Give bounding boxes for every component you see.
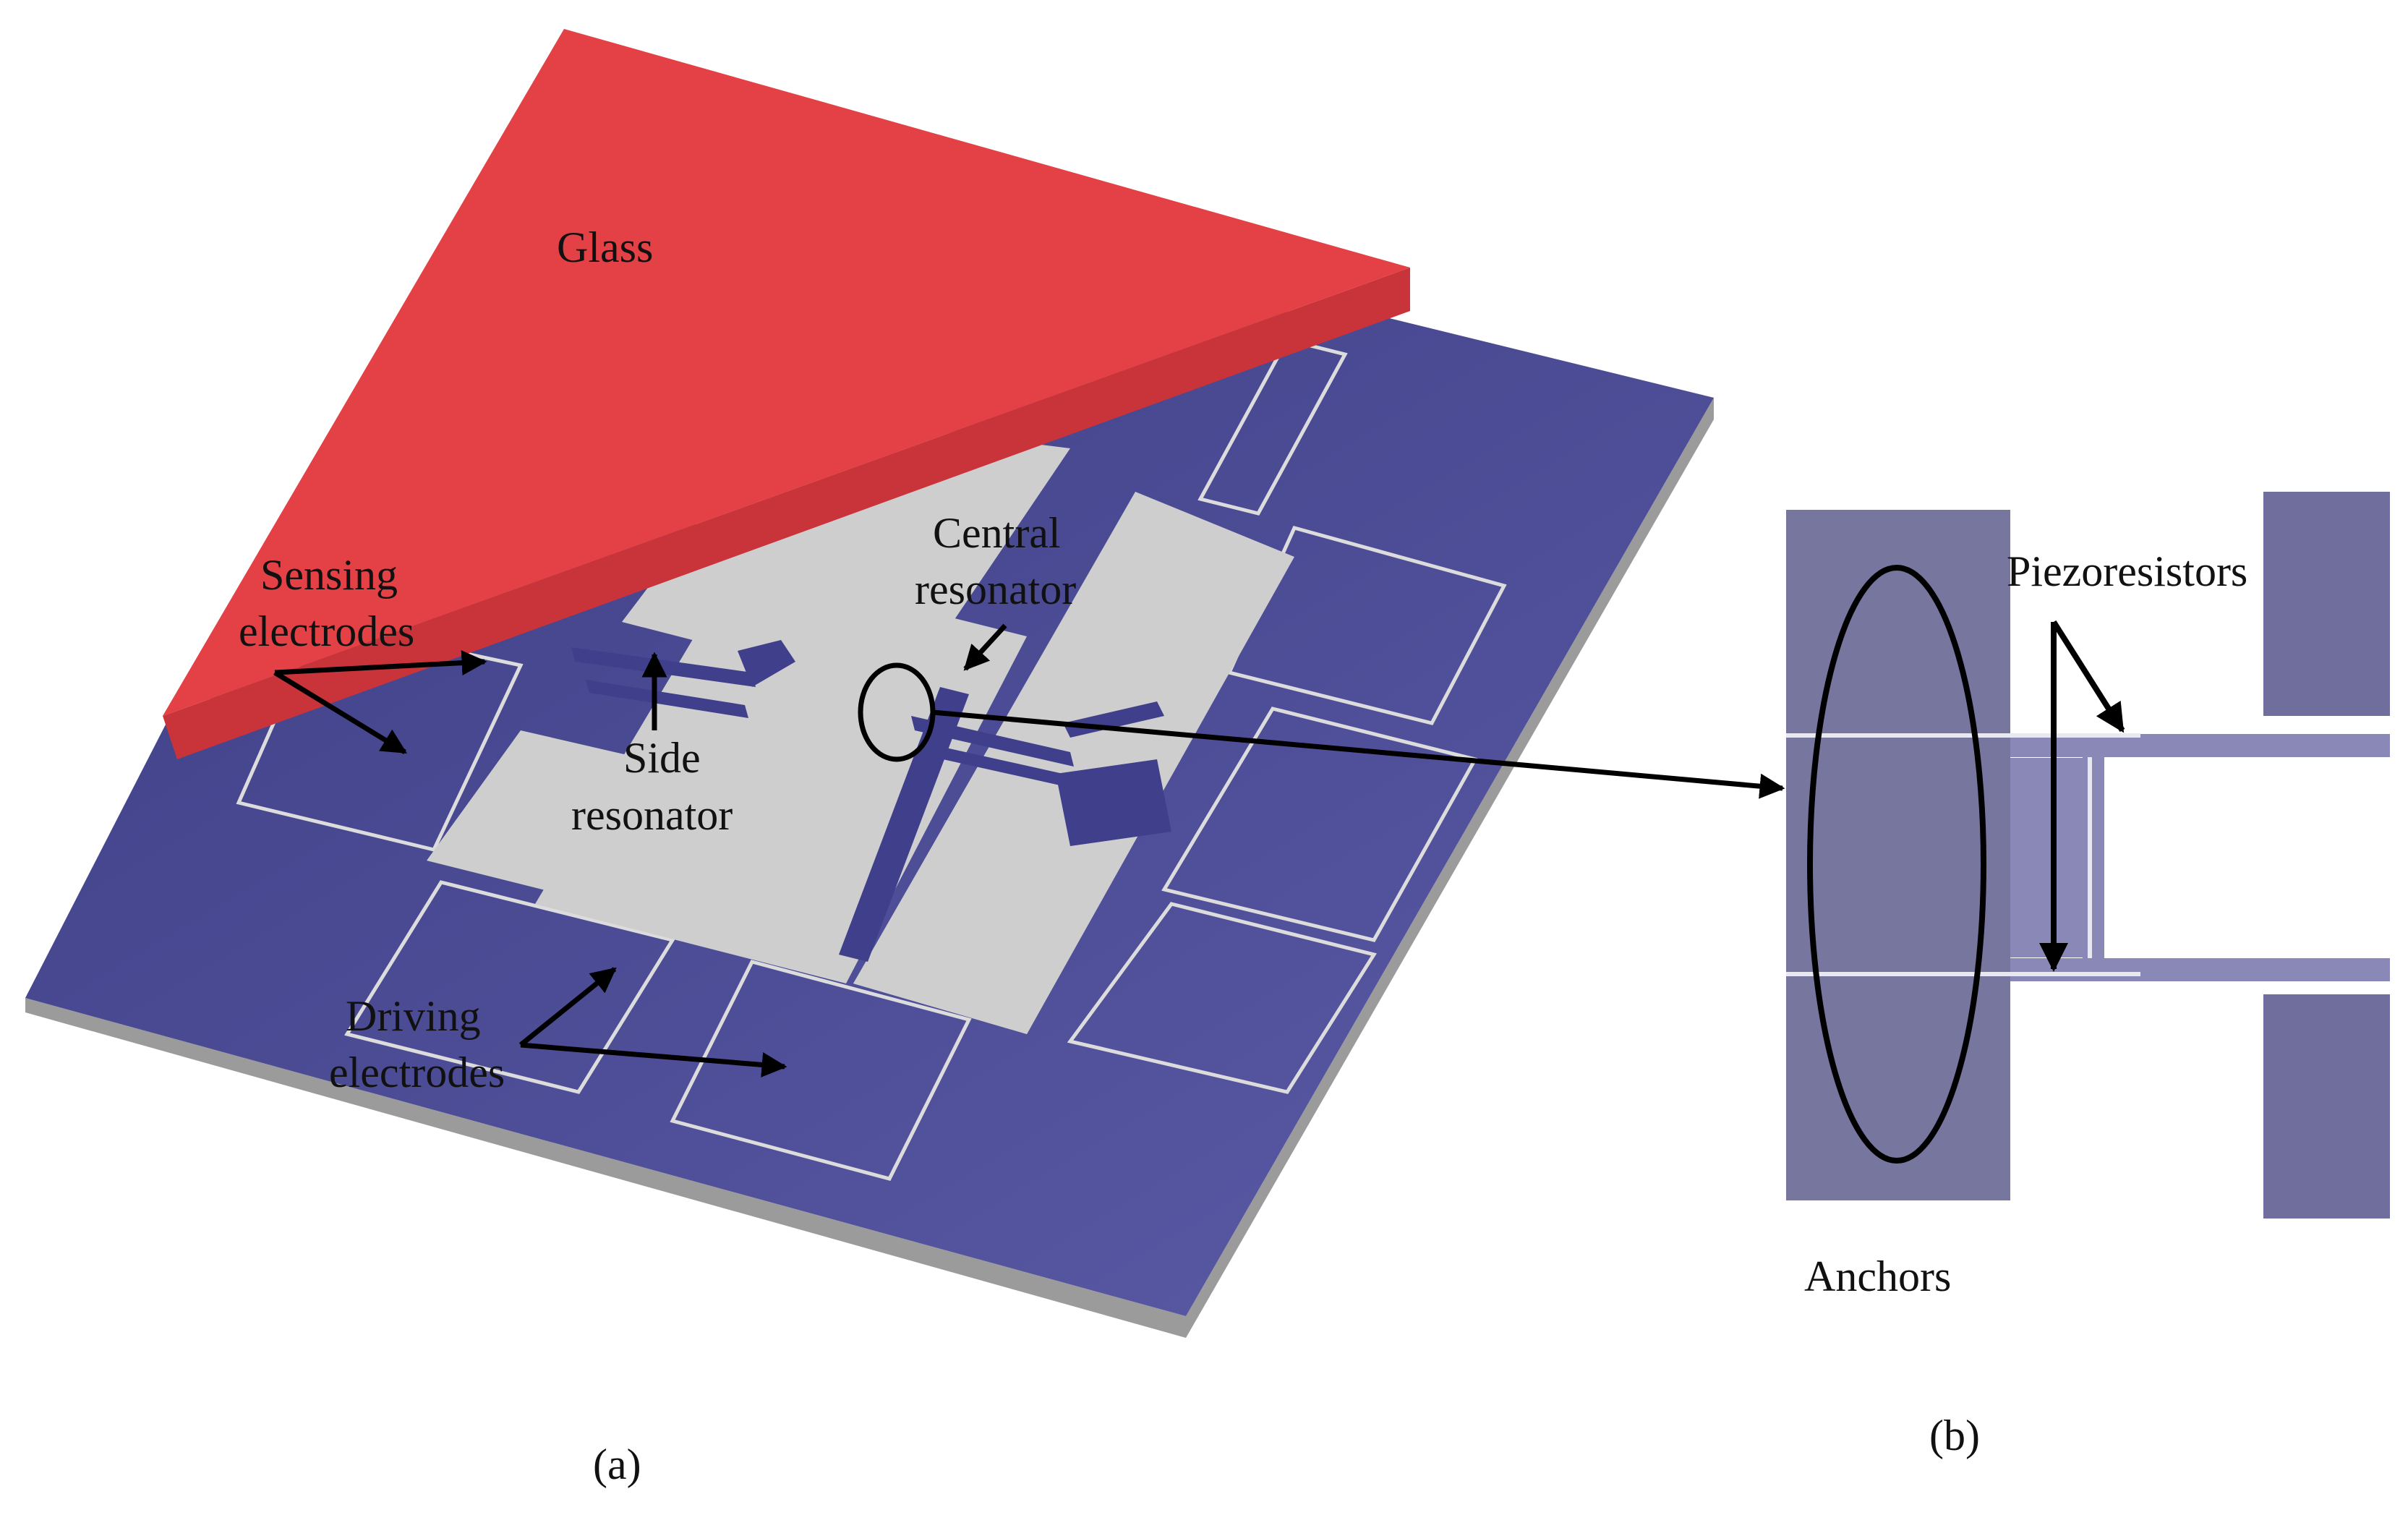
vertical-link — [2083, 756, 2104, 960]
central-tether — [839, 687, 969, 962]
beam-lower — [2010, 958, 2390, 981]
glass — [163, 29, 1410, 716]
text-labels: Glass Sensing electrodes Central resonat… — [239, 223, 2247, 1488]
side-resonator-comb — [738, 640, 795, 687]
driving-label-line1: Driving — [346, 992, 481, 1040]
arrow-sensing-2 — [273, 670, 407, 754]
central-resonator-beam-2 — [933, 745, 1067, 787]
anchor-block — [1786, 510, 2010, 1200]
panel-b-zoom — [1786, 492, 2390, 1219]
piezoresistor-lines — [1786, 733, 2140, 976]
arrow-zoom — [932, 709, 1785, 799]
panel-a-label: (a) — [593, 1441, 641, 1488]
piezo-arrows — [2039, 620, 2125, 972]
zoom-circle — [858, 662, 936, 762]
lower-silicon-block — [853, 861, 1099, 1034]
panel-b-label: (b) — [1929, 1412, 1980, 1459]
glass-edge — [163, 268, 1410, 759]
silicon-layer — [427, 412, 1294, 1034]
annotation-arrows — [273, 623, 1785, 1077]
arrow-sensing-1 — [274, 650, 487, 676]
side-resonator-beam-2 — [586, 680, 748, 718]
central-resonator-frame — [1056, 759, 1171, 846]
side-label-line2: resonator — [571, 791, 733, 839]
resonator-structures — [571, 640, 1171, 962]
arrow-piezo-1 — [2051, 620, 2125, 733]
anchors-label: Anchors — [1804, 1252, 1951, 1300]
central-label-line1: Central — [933, 509, 1061, 557]
arrow-central — [963, 623, 1007, 671]
glass-label: Glass — [557, 223, 653, 271]
side-label-line1: Side — [623, 734, 701, 782]
right-pad-bottom — [2263, 994, 2390, 1219]
arrow-driving-2 — [520, 1042, 787, 1077]
anchor-circle — [1807, 565, 1986, 1164]
sensing-label-line2: electrodes — [239, 607, 414, 655]
piezoresistors-label: Piezoresistors — [2007, 547, 2247, 595]
driving-label-line2: electrodes — [329, 1049, 505, 1096]
panel-a-device — [25, 29, 1785, 1338]
beam-upper — [2010, 734, 2390, 757]
right-pad-top — [2263, 492, 2390, 716]
central-label-line2: resonator — [915, 566, 1076, 613]
beam-middle — [2010, 758, 2090, 957]
sensing-label-line1: Sensing — [260, 551, 398, 599]
arrow-driving-1 — [518, 967, 617, 1047]
